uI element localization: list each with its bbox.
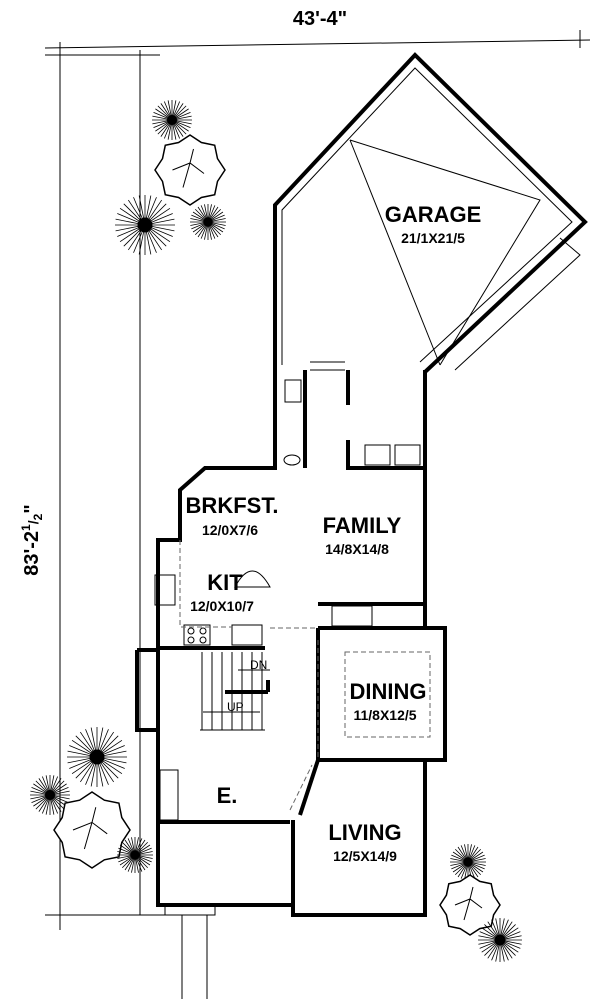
room-size: 11/8X12/5 xyxy=(353,707,416,723)
porch-step xyxy=(164,904,216,916)
shrub-icon xyxy=(67,727,127,787)
sink-icon xyxy=(283,454,301,466)
shrub-icon xyxy=(30,775,70,815)
room-dining-label: DINING 11/8X12/5 xyxy=(350,679,427,723)
shrub-icon xyxy=(115,195,175,255)
room-size: 12/0X10/7 xyxy=(190,598,254,614)
shrub-icon xyxy=(478,918,522,962)
kitchen-sink-icon xyxy=(154,574,176,606)
room-breakfast-label: BRKFST. 12/0X7/6 xyxy=(186,493,279,538)
room-name: DINING xyxy=(350,679,427,704)
width-dimension: 43'-4" xyxy=(44,8,591,60)
room-name: FAMILY xyxy=(323,513,402,538)
dining-table-outline xyxy=(344,651,431,738)
stair-down-label: DN xyxy=(250,658,267,672)
room-size: 14/8X14/8 xyxy=(325,541,389,557)
staircase xyxy=(200,652,270,731)
room-name: GARAGE xyxy=(385,202,482,227)
dryer-icon xyxy=(394,444,421,466)
refrigerator-icon xyxy=(231,624,263,646)
stove-icon xyxy=(183,624,211,646)
room-size: 12/5X14/9 xyxy=(333,848,397,864)
shrub-icon xyxy=(117,837,153,873)
tree-icon xyxy=(53,791,131,869)
stair-up-label: UP xyxy=(227,700,244,714)
shrub-icon xyxy=(190,204,226,240)
depth-dimension: 83'-21/2" xyxy=(19,50,165,930)
island-icon xyxy=(234,570,271,588)
room-living-label: LIVING 12/5X14/9 xyxy=(328,820,401,864)
garage xyxy=(273,52,588,374)
shrub-icon xyxy=(152,100,192,140)
landscaping xyxy=(30,100,522,962)
washer-icon xyxy=(364,444,391,466)
room-size: 12/0X7/6 xyxy=(202,522,258,538)
fixtures xyxy=(154,379,431,999)
room-family-label: FAMILY 14/8X14/8 xyxy=(323,513,402,557)
fireplace-icon xyxy=(331,605,373,627)
tree-icon xyxy=(154,134,226,206)
room-garage-label: GARAGE 21/1X21/5 xyxy=(385,202,482,246)
room-kitchen-label: KIT 12/0X10/7 xyxy=(190,570,254,614)
room-name: KIT xyxy=(207,570,243,595)
toilet-icon xyxy=(284,379,302,403)
room-name: LIVING xyxy=(328,820,401,845)
depth-label: 83'-21/2" xyxy=(19,504,45,576)
closet-icon xyxy=(159,769,179,821)
house-walls xyxy=(135,370,447,917)
tree-icon xyxy=(439,874,501,936)
width-label: 43'-4" xyxy=(293,8,347,30)
room-name: BRKFST. xyxy=(186,493,279,518)
room-entry-label: E. xyxy=(217,783,238,808)
room-size: 21/1X21/5 xyxy=(401,230,465,246)
shrub-icon xyxy=(450,844,486,880)
